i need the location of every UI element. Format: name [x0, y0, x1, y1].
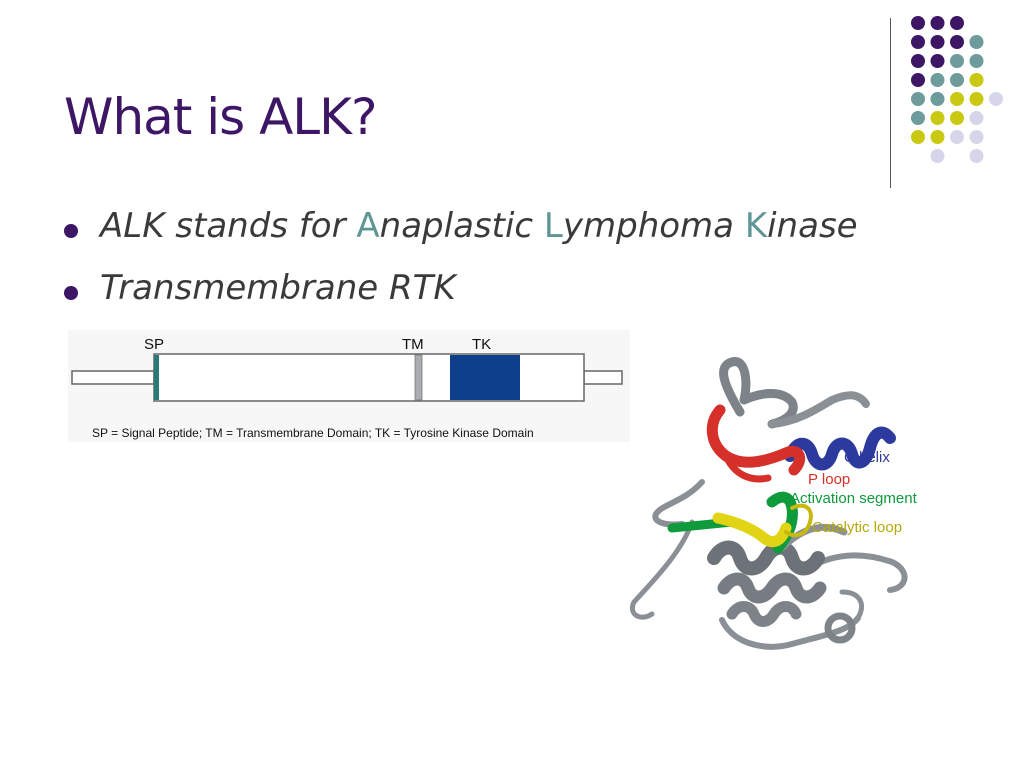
- decorative-dot: [930, 35, 945, 49]
- decorative-dot: [930, 16, 945, 30]
- decorative-dot: [950, 73, 964, 87]
- decorative-dot: [950, 16, 964, 30]
- p-loop-label: P loop: [808, 471, 850, 488]
- decorative-dot: [969, 130, 984, 144]
- decorative-dot: [969, 35, 984, 49]
- decorative-dot: [930, 92, 945, 106]
- decorative-dot: [969, 92, 984, 106]
- alk-domain-diagram: SP TM TK SP = Signal Peptide; TM = Trans…: [68, 330, 630, 442]
- decorative-dot: [911, 111, 925, 125]
- c-helix-label: C helix: [844, 449, 890, 466]
- decorative-dot: [950, 54, 964, 68]
- vertical-divider-line: [890, 18, 891, 188]
- tk-label: TK: [472, 336, 491, 353]
- decorative-dot: [950, 111, 964, 125]
- decorative-dot: [911, 35, 925, 49]
- decorative-dot: [930, 149, 945, 163]
- decorative-dot: [950, 92, 964, 106]
- decorative-dot: [930, 73, 945, 87]
- decorative-dot: [911, 73, 925, 87]
- n-terminal-tail: [71, 370, 155, 385]
- activation-segment-label: Activation segment: [790, 490, 918, 507]
- diagram-caption: SP = Signal Peptide; TM = Transmembrane …: [92, 426, 534, 440]
- slide-title: What is ALK?: [64, 88, 377, 146]
- catalytic-loop-label: Catalytic loop: [812, 519, 902, 536]
- decorative-dot: [911, 16, 925, 30]
- bullet-text: ALK stands for Anaplastic Lymphoma Kinas…: [100, 206, 858, 246]
- decorative-dot: [911, 54, 925, 68]
- decorative-dot: [969, 149, 984, 163]
- decorative-dot: [911, 92, 925, 106]
- decorative-dot: [969, 73, 984, 87]
- bullet-dot: [64, 224, 78, 238]
- decorative-dot: [950, 130, 964, 144]
- bullet-item: ALK stands for Anaplastic Lymphoma Kinas…: [62, 198, 858, 260]
- decorative-dot: [930, 111, 945, 125]
- bullet-list: ALK stands for Anaplastic Lymphoma Kinas…: [62, 198, 858, 322]
- tyrosine-kinase-region: [450, 355, 520, 400]
- c-terminal-tail: [583, 370, 623, 385]
- decorative-dot: [930, 54, 945, 68]
- decorative-dot: [930, 130, 945, 144]
- bullet-text: Transmembrane RTK: [100, 268, 456, 308]
- bullet-item: Transmembrane RTK: [62, 260, 858, 322]
- transmembrane-region: [414, 354, 423, 401]
- bullet-dot: [64, 286, 78, 300]
- decorative-dot-grid: [911, 16, 1003, 163]
- kinase-structure-image: C helix P loop Activation segment Cataly…: [630, 357, 918, 650]
- decorative-dot: [969, 54, 984, 68]
- decorative-dot: [989, 92, 1003, 106]
- decorative-dot: [969, 111, 984, 125]
- signal-peptide-region: [154, 355, 159, 400]
- decorative-dot: [911, 130, 925, 144]
- protein-ribbon: [630, 357, 908, 650]
- decorative-dot: [950, 35, 964, 49]
- tm-label: TM: [402, 336, 424, 353]
- sp-label: SP: [144, 336, 164, 353]
